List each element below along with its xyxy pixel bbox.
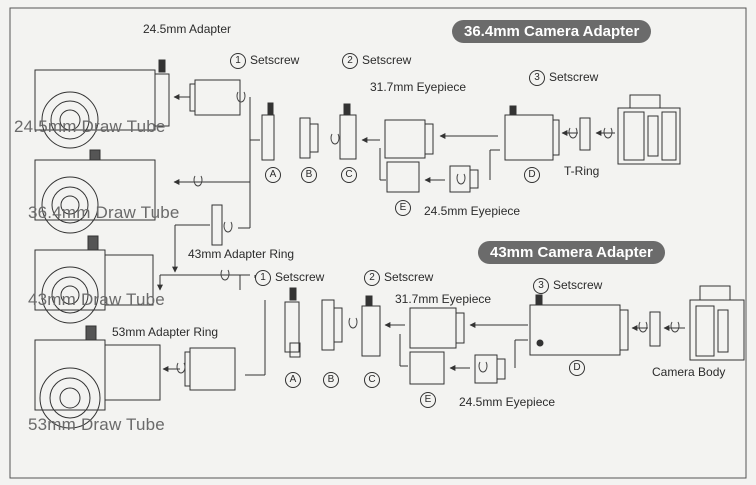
draw-tube-53-label: 53mm Draw Tube <box>28 415 165 435</box>
setscrew-1-number-lower: 1 <box>255 270 271 286</box>
camera-body-label: Camera Body <box>652 365 725 379</box>
setscrew-2-label-lower: Setscrew <box>384 270 433 284</box>
adapter-ring-53-part <box>190 348 235 390</box>
part-a-marker-lower: A <box>285 372 301 388</box>
part-b-marker-lower: B <box>323 372 339 388</box>
setscrew-1-number: 1 <box>230 53 246 69</box>
part-e-marker: E <box>395 200 411 216</box>
adapter-ring-43-part <box>212 205 222 245</box>
camera-body-1 <box>618 95 680 164</box>
part-c <box>340 115 356 159</box>
part-b <box>300 118 310 158</box>
setscrew-3-number: 3 <box>529 70 545 86</box>
part-a-marker: A <box>265 167 281 183</box>
part-d-lower <box>530 305 620 355</box>
eyepiece-317-lower <box>410 308 456 348</box>
setscrew-3-number-lower: 3 <box>533 278 549 294</box>
eyepiece-317-label-upper: 31.7mm Eyepiece <box>370 80 466 94</box>
eyepiece-317-label-lower: 31.7mm Eyepiece <box>395 292 491 306</box>
adapter-245-label: 24.5mm Adapter <box>143 22 231 36</box>
eyepiece-245-label-lower: 24.5mm Eyepiece <box>459 395 555 409</box>
part-a <box>262 115 274 160</box>
part-b-lower <box>322 300 334 350</box>
part-c-lower <box>362 306 380 356</box>
setscrew-3-label-lower: Setscrew <box>553 278 602 292</box>
eyepiece-245-part <box>387 162 419 192</box>
title-43-camera-adapter: 43mm Camera Adapter <box>478 241 665 264</box>
title-364-camera-adapter: 36.4mm Camera Adapter <box>452 20 651 43</box>
draw-tube-53 <box>35 326 160 428</box>
part-c-marker: C <box>341 167 357 183</box>
t-ring-part <box>580 118 590 150</box>
adapter-ring-43-label: 43mm Adapter Ring <box>188 247 294 261</box>
part-c-marker-lower: C <box>364 372 380 388</box>
part-b-marker: B <box>301 167 317 183</box>
camera-body-2 <box>690 286 744 360</box>
part-a-lower <box>285 302 299 352</box>
setscrew-3-label: Setscrew <box>549 70 598 84</box>
part-e-marker-lower: E <box>420 392 436 408</box>
part-d <box>505 115 553 160</box>
eyepiece-245-label-upper: 24.5mm Eyepiece <box>424 204 520 218</box>
setscrew-1-label: Setscrew <box>250 53 299 67</box>
eyepiece-245-lower <box>410 352 444 384</box>
setscrew-2-number: 2 <box>342 53 358 69</box>
eyepiece-317-part <box>385 120 425 158</box>
draw-tube-43-label: 43mm Draw Tube <box>28 290 165 310</box>
setscrew-1-label-lower: Setscrew <box>275 270 324 284</box>
draw-tube-245-label: 24.5mm Draw Tube <box>14 117 166 137</box>
setscrew-2-number-lower: 2 <box>364 270 380 286</box>
adapter-245-part <box>195 80 240 115</box>
draw-tube-364-label: 36.4mm Draw Tube <box>28 203 180 223</box>
part-d-marker: D <box>524 167 540 183</box>
t-ring-label: T-Ring <box>564 164 599 178</box>
part-d-marker-lower: D <box>569 360 585 376</box>
setscrew-2-label: Setscrew <box>362 53 411 67</box>
adapter-ring-53-label: 53mm Adapter Ring <box>112 325 218 339</box>
